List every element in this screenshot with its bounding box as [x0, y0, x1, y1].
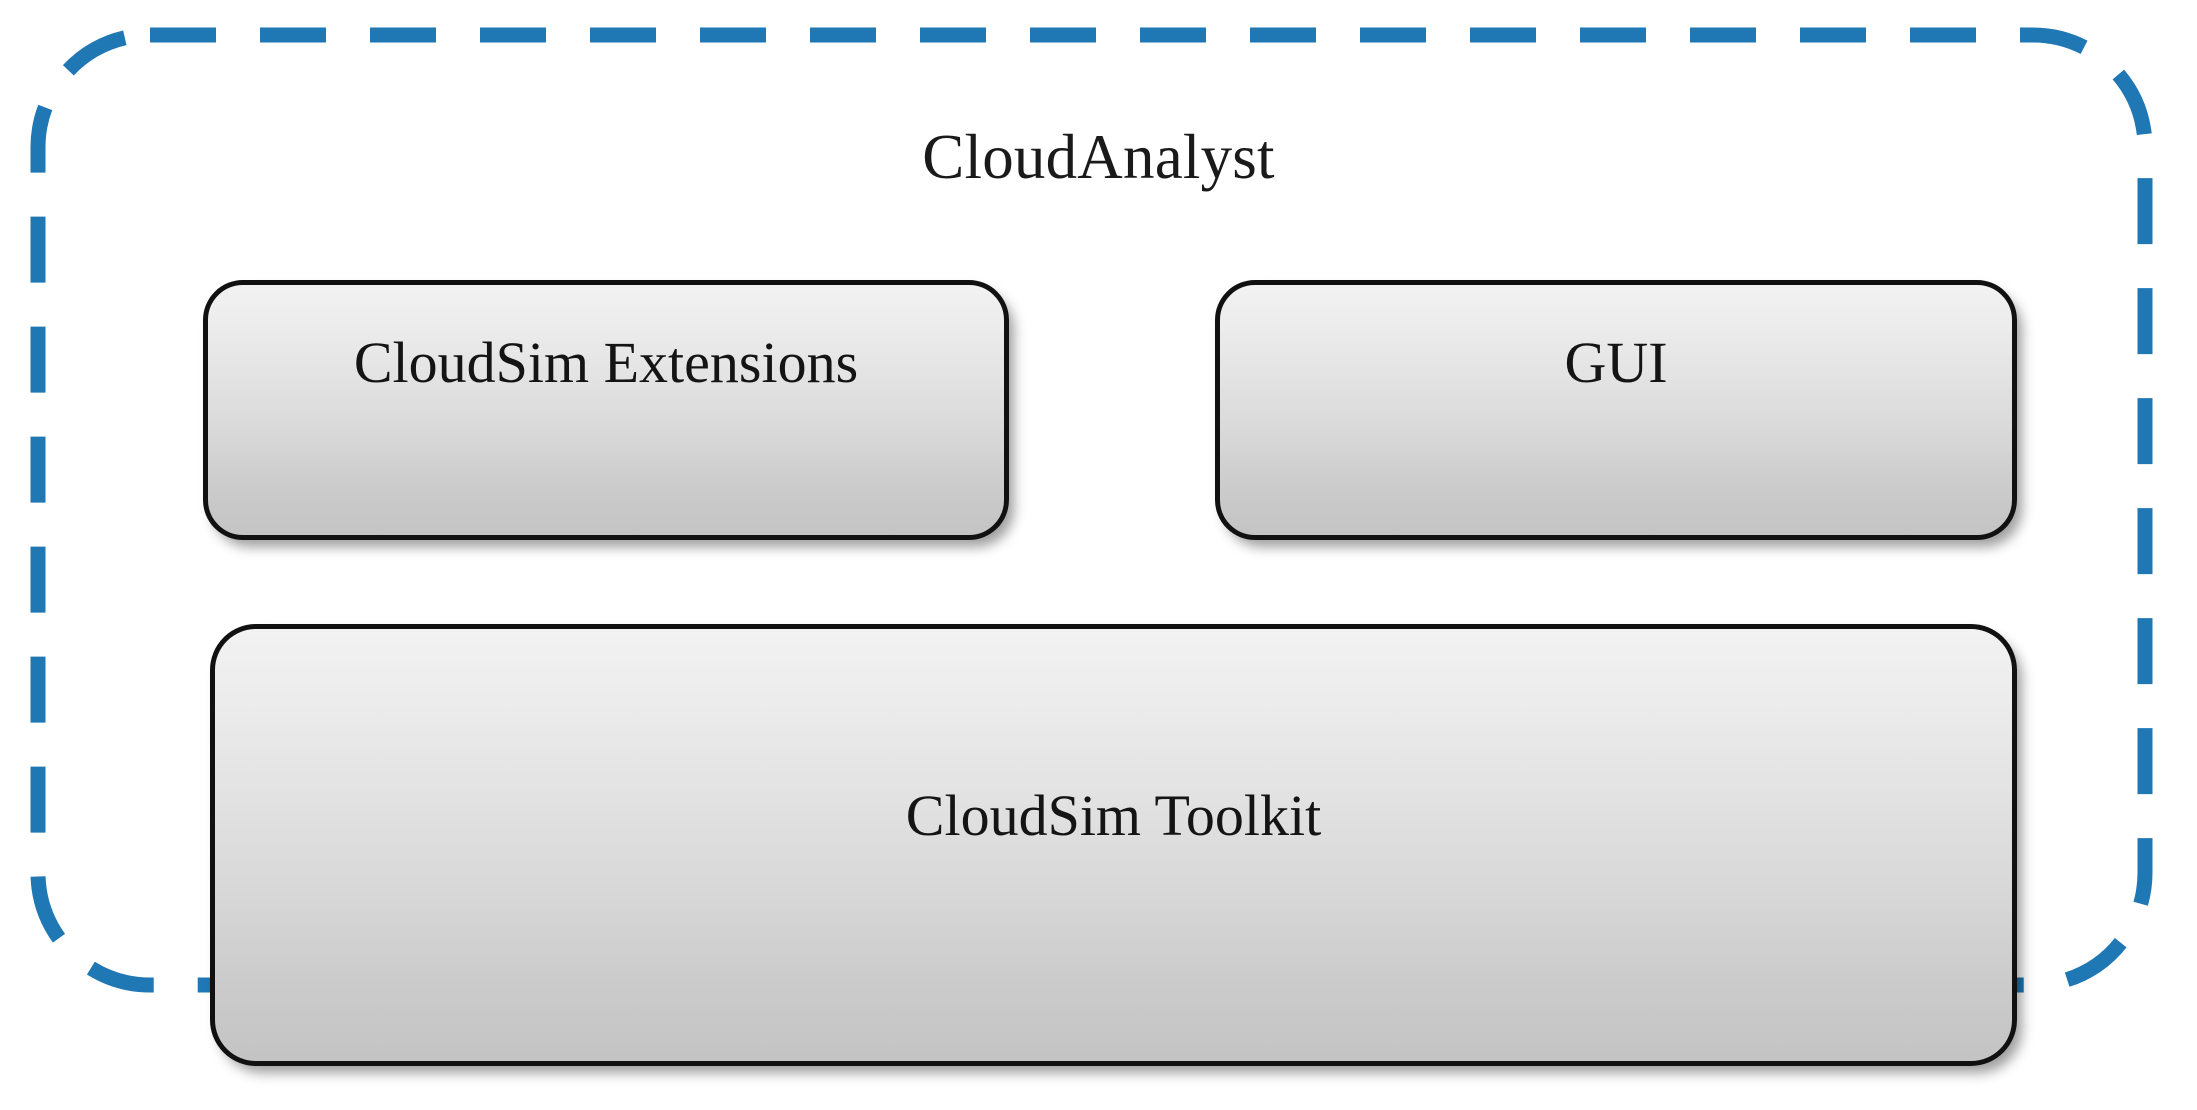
component-label-gui: GUI — [1564, 330, 1668, 395]
component-box-gui[interactable]: GUI — [1215, 280, 2017, 540]
component-box-cloudsim-toolkit[interactable]: CloudSim Toolkit — [210, 624, 2017, 1066]
component-label-cloudsim-extensions: CloudSim Extensions — [353, 330, 859, 395]
page-title: CloudAnalyst — [922, 122, 1275, 192]
component-label-cloudsim-toolkit: CloudSim Toolkit — [905, 783, 1322, 848]
component-box-cloudsim-extensions[interactable]: CloudSim Extensions — [203, 280, 1009, 540]
